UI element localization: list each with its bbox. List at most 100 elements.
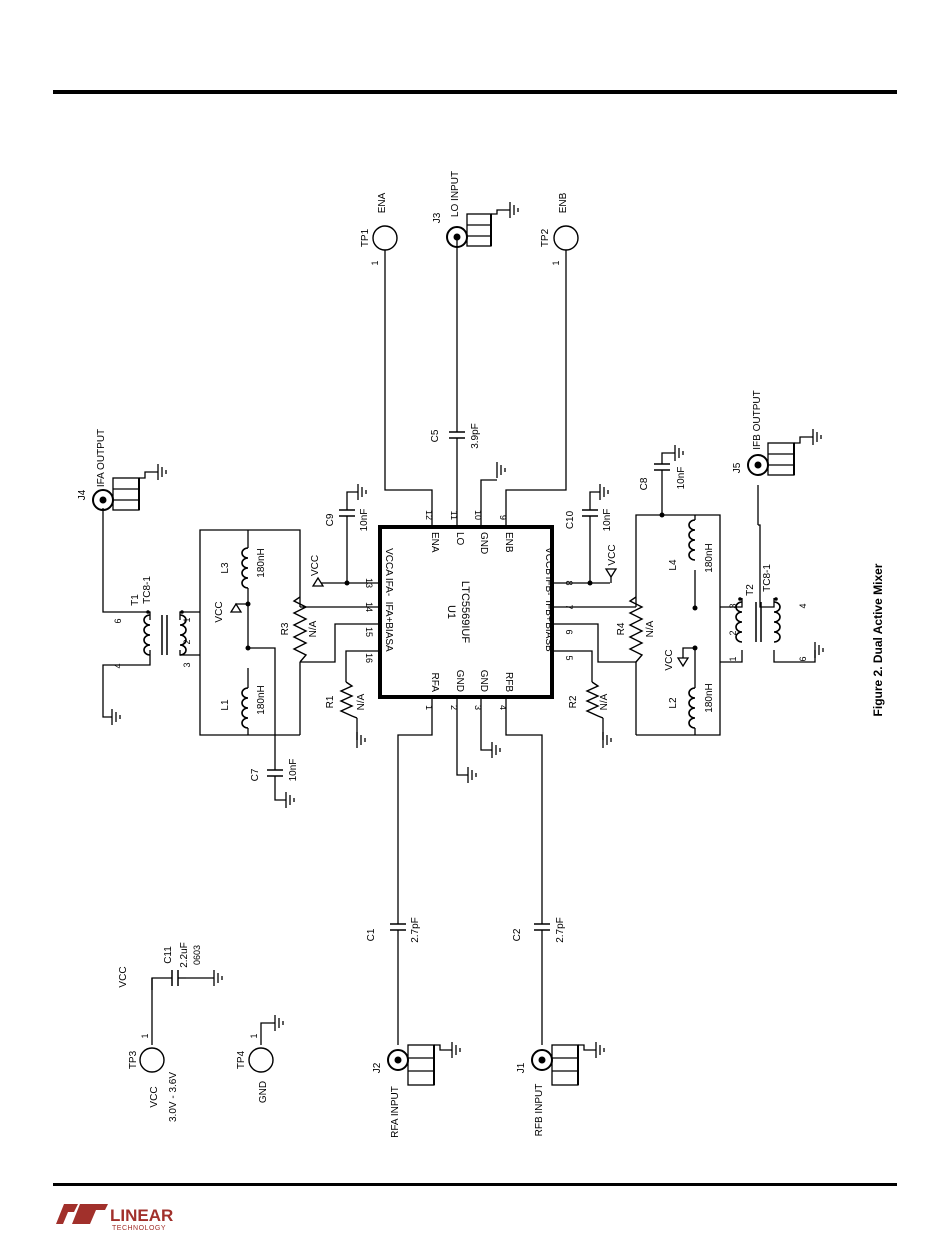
vcc-marker-a: VCC — [310, 555, 325, 587]
r1-ref: R1 — [325, 695, 336, 708]
c11-package: 0603 — [192, 945, 202, 965]
j3-label: LO INPUT — [450, 171, 461, 217]
t2-pin-1: 1 — [728, 656, 738, 661]
inductor-l2: L2 180nH — [668, 683, 715, 729]
linear-technology-logo: LINEAR TECHNOLOGY — [56, 1204, 173, 1232]
tp4-net: GND — [258, 1081, 269, 1103]
resistor-r4: R4 N/A — [616, 596, 656, 663]
pin-name-vccb: VCCB — [543, 547, 554, 575]
pin-name-ifa-minus: IFA- — [383, 578, 394, 596]
transformer-t1: T1 TC8-1 6 4 1 2 3 — [113, 576, 192, 669]
l4-value: 180nH — [704, 543, 715, 572]
pin-num-15: 15 — [364, 627, 374, 637]
tp4-pin: 1 — [249, 1033, 259, 1038]
j3-ref: J3 — [432, 212, 443, 223]
inductor-l4: L4 180nH — [668, 519, 715, 573]
logo-name: LINEAR — [110, 1206, 173, 1225]
t2-part: TC8-1 — [762, 564, 773, 592]
c1-ref: C1 — [366, 928, 377, 941]
l3-value: 180nH — [256, 548, 267, 577]
vcc-marker-b: VCC — [604, 544, 618, 583]
pin-name-enb: ENB — [503, 532, 514, 553]
pin-name-gnd3: GND — [478, 670, 489, 692]
pin-name-ifb-plus: IFB+ — [543, 600, 554, 622]
c11-ref: C11 — [163, 946, 174, 964]
pin-num-6: 6 — [564, 629, 574, 634]
l1-ref: L1 — [220, 699, 231, 711]
t2-pin-4: 4 — [798, 603, 808, 608]
j5-ref: J5 — [732, 462, 743, 473]
pin-name-ifa-plus: IFA+ — [383, 602, 394, 623]
j2-label: RFA INPUT — [390, 1086, 401, 1138]
pin-num-9: 9 — [498, 515, 508, 520]
t1-pin-2: 2 — [182, 639, 192, 644]
pin-num-2: 2 — [449, 705, 459, 710]
c11-value: 2.2uF — [179, 942, 190, 968]
pin-num-5: 5 — [564, 655, 574, 660]
j4-label: IFA OUTPUT — [96, 429, 107, 487]
c1-value: 2.7pF — [410, 917, 421, 943]
c8-ref: C8 — [639, 477, 650, 490]
tp1-net: ENA — [377, 192, 388, 213]
inductor-l3: L3 180nH — [220, 547, 267, 589]
capacitor-c2: C2 2.7pF — [512, 917, 566, 943]
t1-pin-4: 4 — [113, 663, 123, 668]
c9-ref: C9 — [325, 513, 336, 526]
ic-u1: U1 LTC5569IUF RFA GND GND RFB BIASB IFB+… — [364, 510, 574, 710]
capacitor-c7: C7 10nF — [250, 759, 299, 784]
logo-sub: TECHNOLOGY — [112, 1225, 166, 1232]
t1-pin-6: 6 — [113, 618, 123, 623]
tp2-ref: TP2 — [540, 228, 551, 247]
t1-pin-3: 3 — [182, 662, 192, 667]
c10-ref: C10 — [565, 510, 576, 529]
c5-ref: C5 — [430, 429, 441, 442]
testpoint-tp4: TP4 GND 1 — [236, 1033, 274, 1103]
c7-ref: C7 — [250, 768, 261, 781]
vcc-marker-tp3: VCC — [118, 966, 153, 990]
connector-j2: J2 RFA INPUT — [372, 1044, 452, 1138]
testpoint-tp2: TP2 ENB 1 — [540, 192, 579, 266]
capacitor-c11: C11 2.2uF 0603 — [163, 942, 202, 986]
connector-j3: J3 LO INPUT — [432, 171, 510, 248]
pin-num-1: 1 — [424, 705, 434, 710]
pin-num-16: 16 — [364, 653, 374, 663]
j1-ref: J1 — [516, 1062, 527, 1073]
capacitor-c9: C9 10nF — [325, 509, 370, 532]
c2-value: 2.7pF — [555, 917, 566, 943]
testpoint-tp3: TP3 VCC 3.0V - 3.6V 1 — [128, 1033, 179, 1122]
bottom-rule — [53, 1183, 897, 1186]
j1-label: RFB INPUT — [534, 1084, 545, 1137]
l2-ref: L2 — [668, 697, 679, 709]
vcc-label-b: VCC — [607, 544, 618, 565]
r1-value: N/A — [356, 693, 367, 710]
r3-ref: R3 — [280, 622, 291, 635]
pin-num-10: 10 — [473, 510, 483, 520]
top-rule — [53, 90, 897, 94]
r2-value: N/A — [599, 693, 610, 710]
pin-name-lo: LO — [454, 532, 465, 546]
r4-value: N/A — [645, 620, 656, 637]
tp1-pin: 1 — [370, 260, 380, 265]
r2-ref: R2 — [568, 695, 579, 708]
c10-value: 10nF — [602, 509, 613, 532]
transformer-t2: T2 TC8-1 3 4 1 2 6 — [728, 564, 808, 662]
figure-caption: Figure 2. Dual Active Mixer — [871, 563, 885, 716]
pin-name-gnd10: GND — [478, 532, 489, 554]
t1-ref: T1 — [130, 594, 141, 606]
pin-name-ifb-minus: IFB- — [543, 577, 554, 596]
tp2-pin: 1 — [551, 260, 561, 265]
pin-name-biasb: BIASB — [543, 622, 554, 652]
c2-ref: C2 — [512, 928, 523, 941]
t1-pin-1: 1 — [182, 617, 192, 622]
tp4-ref: TP4 — [236, 1050, 247, 1069]
j4-ref: J4 — [77, 489, 88, 500]
tp2-net: ENB — [558, 192, 569, 213]
tp3-range: 3.0V - 3.6V — [168, 1072, 179, 1122]
connector-j4: J4 IFA OUTPUT — [77, 429, 158, 511]
resistor-r2: R2 N/A — [568, 681, 610, 719]
c8-value: 10nF — [676, 467, 687, 490]
testpoint-tp1: TP1 ENA 1 — [360, 192, 398, 266]
tp3-pin: 1 — [140, 1033, 150, 1038]
resistor-r3: R3 N/A — [280, 596, 319, 663]
